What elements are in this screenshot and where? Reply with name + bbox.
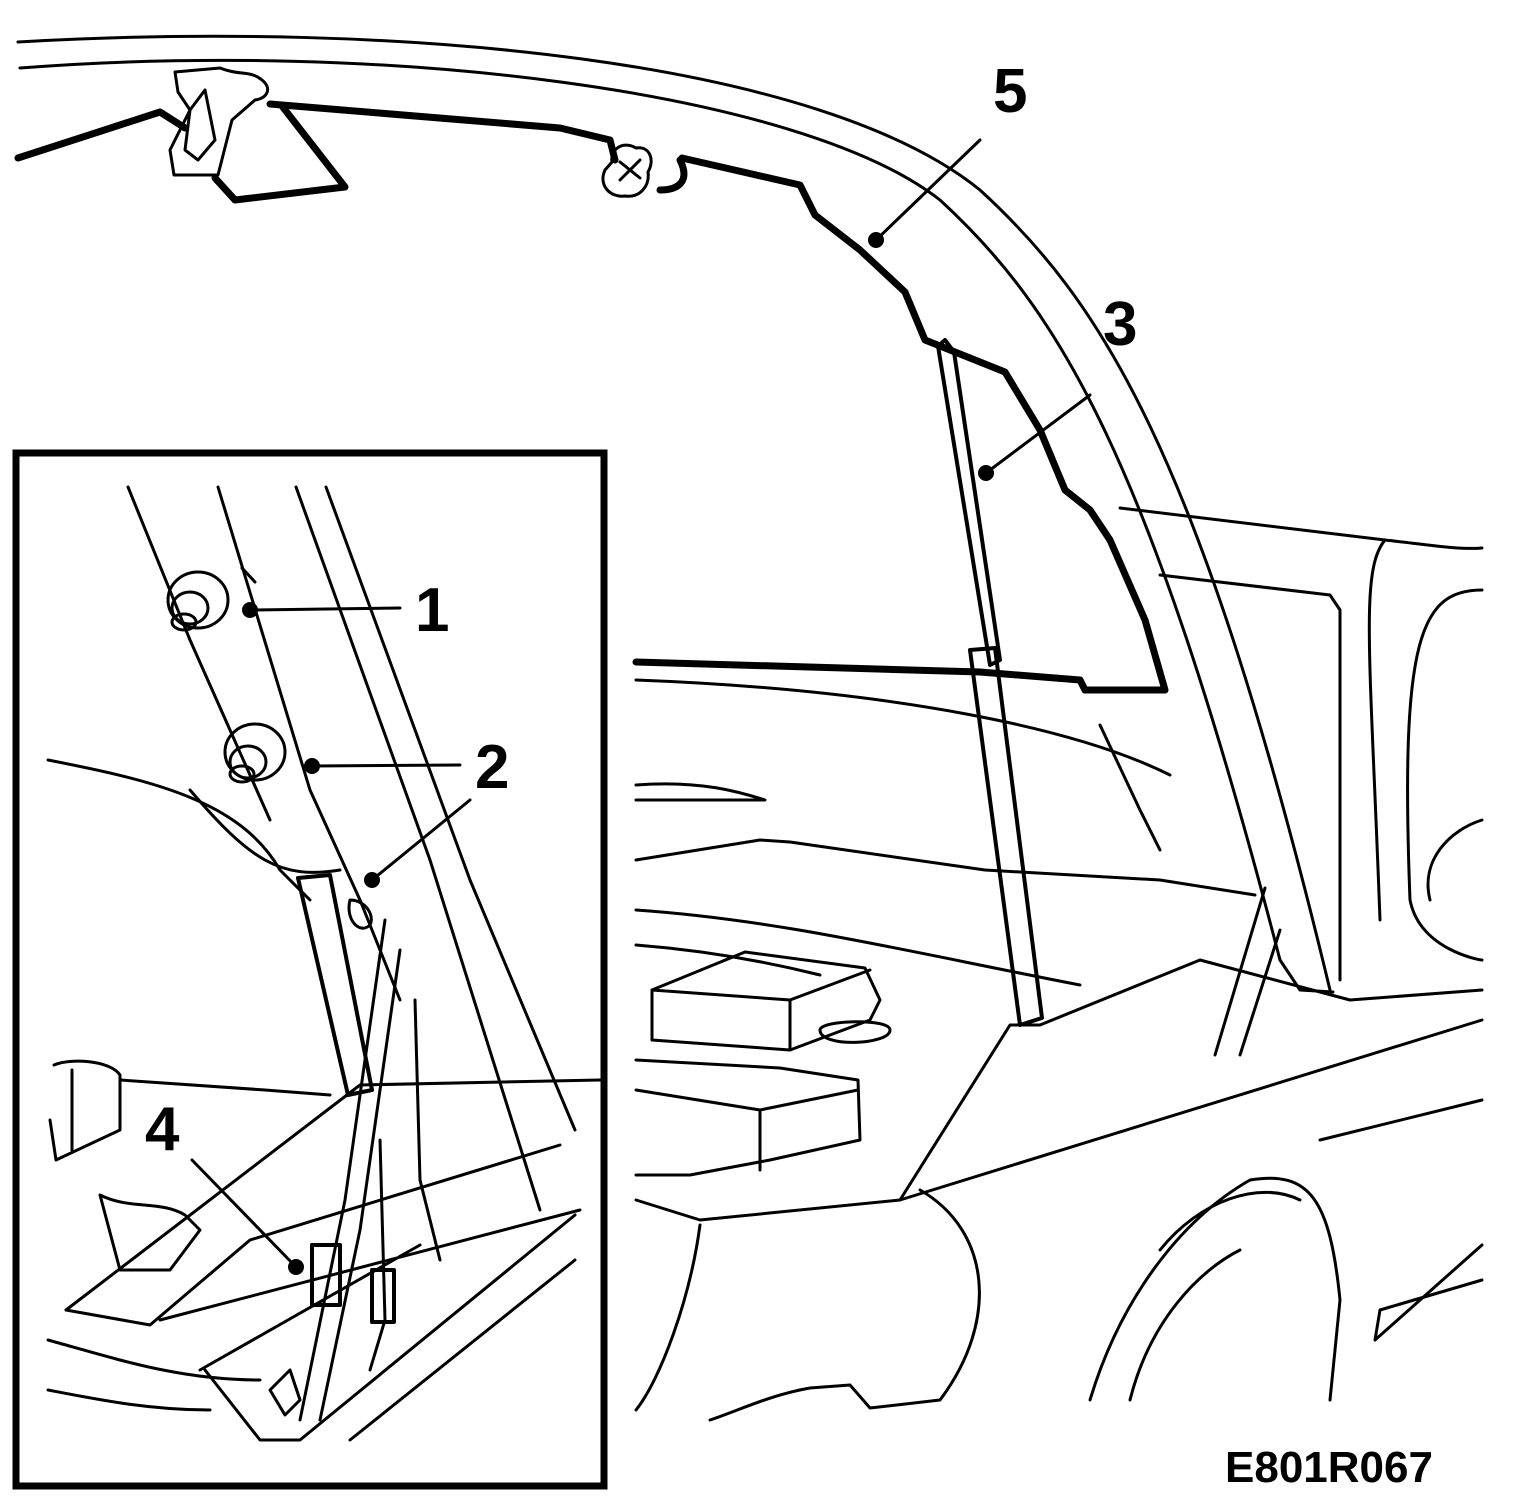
gas-strut — [936, 338, 1044, 1027]
callout-label-4: 4 — [145, 1095, 180, 1164]
leader-3 — [978, 393, 1092, 481]
callout-label-3: 3 — [1103, 290, 1137, 359]
callout-leaders — [190, 138, 1092, 1275]
nut-2 — [223, 722, 287, 784]
leader-1 — [242, 602, 402, 618]
detail-inset — [12, 449, 608, 1490]
callout-label-5: 5 — [993, 57, 1027, 126]
figure-code: E801R067 — [1225, 1443, 1433, 1492]
callout-label-2: 2 — [475, 733, 509, 802]
leader-2 — [304, 758, 472, 888]
callout-label-1: 1 — [415, 576, 449, 645]
engine-bay — [634, 506, 1484, 1422]
hood-panel — [14, 34, 1335, 994]
leader-4 — [190, 1158, 304, 1275]
nut-1 — [166, 570, 230, 632]
leader-5 — [868, 138, 982, 248]
